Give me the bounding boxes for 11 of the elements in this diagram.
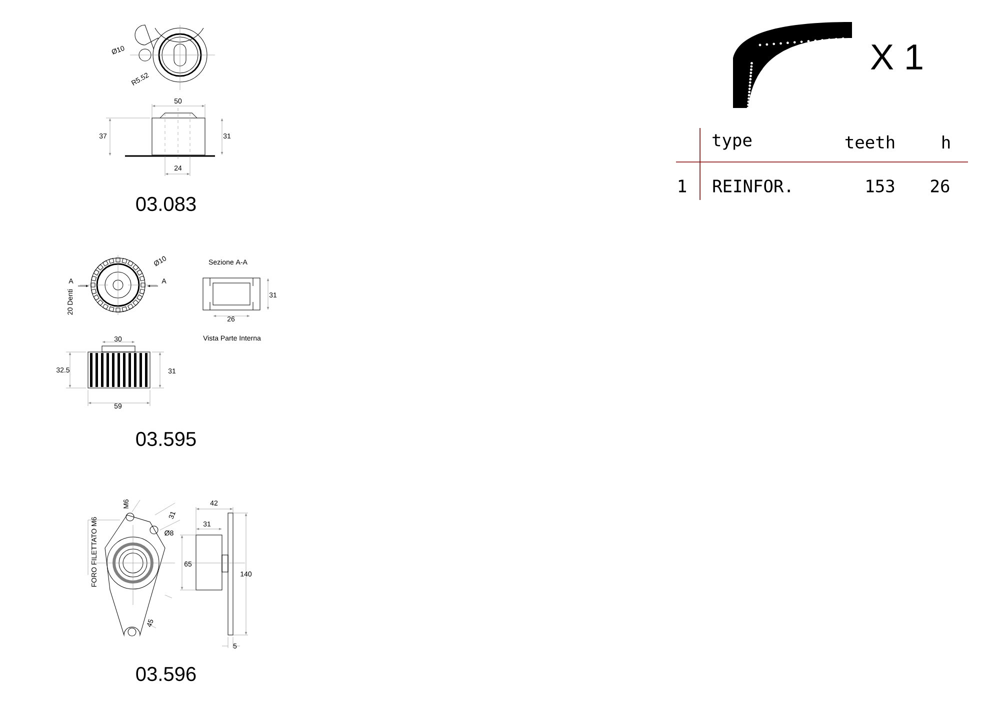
table-cell: h: [942, 136, 950, 148]
table-cell: 26: [931, 180, 950, 192]
table-cell: 153: [866, 180, 894, 192]
table-cell: REINFOR.: [713, 180, 790, 192]
table-cell: teeth: [846, 135, 894, 149]
table-cell: 1: [678, 180, 686, 192]
part-number: 03.595: [136, 432, 196, 446]
part-number: 03.083: [136, 196, 196, 212]
quantity-label: X 1: [870, 44, 922, 70]
table-cell: type: [712, 134, 752, 150]
part-number: 03.596: [136, 666, 196, 682]
